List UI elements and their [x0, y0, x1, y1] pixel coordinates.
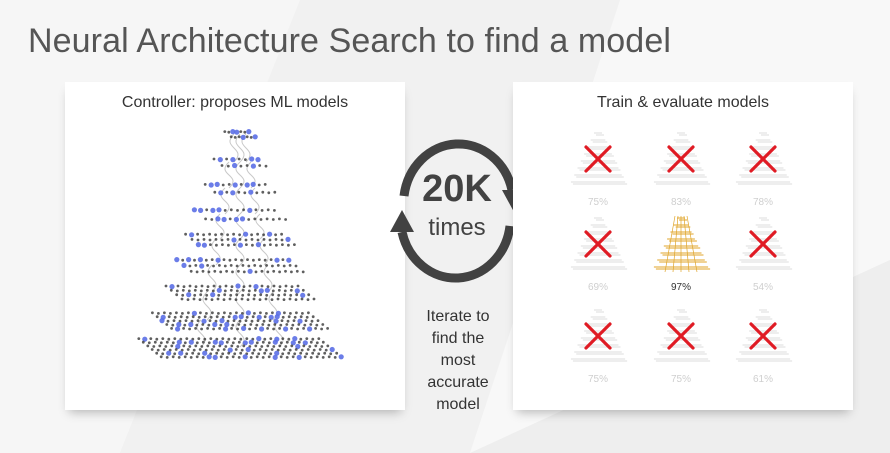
model-thumbnail: 69%: [558, 212, 638, 293]
red-x-icon: [584, 145, 612, 173]
model-network-thumbnail: [653, 132, 711, 185]
model-thumbnail: 54%: [723, 212, 803, 293]
network-layer: [223, 129, 258, 140]
network-layer: [212, 156, 268, 169]
model-thumbnail: 75%: [641, 304, 721, 385]
network-layer: [164, 283, 316, 301]
model-thumbnail: 61%: [723, 304, 803, 385]
model-accuracy: 69%: [587, 282, 608, 293]
iterate-caption-line: model: [436, 396, 480, 413]
model-network-thumbnail: [570, 309, 628, 362]
controller-panel: Controller: proposes ML models: [65, 82, 405, 410]
model-network-thumbnail: [570, 132, 628, 185]
iterate-caption: Iterate to find the most accurate model: [408, 306, 508, 416]
iterate-caption-line: Iterate to: [426, 308, 490, 325]
iteration-count: 20K: [422, 168, 492, 210]
model-thumbnail: 75%: [558, 127, 638, 208]
iterate-caption-line: find the: [431, 330, 485, 347]
slide-title: Neural Architecture Search to find a mod…: [28, 22, 671, 60]
model-thumbnail: 83%: [641, 127, 721, 208]
iterate-caption-line: accurate: [427, 374, 489, 391]
red-x-icon: [584, 230, 612, 258]
network-layer: [203, 181, 277, 196]
model-thumbnail: 75%: [558, 304, 638, 385]
red-x-icon: [749, 322, 777, 350]
model-thumbnail: 78%: [723, 127, 803, 208]
model-accuracy: 54%: [752, 282, 773, 293]
model-accuracy: 97%: [670, 282, 691, 293]
red-x-icon: [667, 145, 695, 173]
network-layer: [137, 336, 344, 360]
network-layer: [191, 207, 287, 223]
model-accuracy: 75%: [587, 374, 608, 385]
controller-panel-title: Controller: proposes ML models: [121, 94, 349, 111]
model-accuracy: 61%: [752, 374, 773, 385]
model-accuracy: 75%: [670, 374, 691, 385]
red-x-icon: [584, 322, 612, 350]
network-layer: [174, 257, 305, 274]
model-accuracy: 75%: [587, 197, 608, 208]
iteration-unit: times: [428, 214, 486, 241]
red-x-icon: [749, 145, 777, 173]
model-network-thumbnail: [735, 309, 793, 362]
network-layer: [151, 310, 329, 332]
red-x-icon: [749, 230, 777, 258]
controller-network-illustration: [137, 129, 344, 360]
evaluate-panel-title: Train & evaluate models: [597, 94, 769, 111]
model-network-thumbnail: [570, 217, 628, 270]
model-network-thumbnail: [735, 132, 793, 185]
evaluate-panel: Train & evaluate models 75% 83% 78% 69% 97% 5…: [513, 82, 853, 410]
model-thumbnail: 97%: [641, 212, 721, 293]
model-accuracy: 83%: [670, 197, 691, 208]
model-network-thumbnail: [653, 309, 711, 362]
model-network-thumbnail: [653, 215, 711, 273]
model-accuracy: 78%: [752, 197, 773, 208]
model-network-thumbnail: [735, 217, 793, 270]
network-layer: [184, 231, 296, 248]
red-x-icon: [667, 322, 695, 350]
iterate-caption-line: most: [440, 352, 476, 369]
